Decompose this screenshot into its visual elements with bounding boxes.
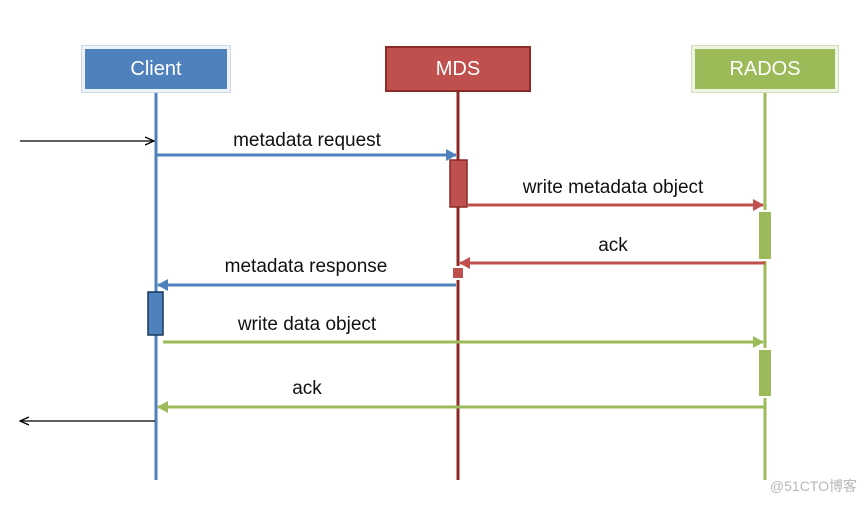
- metadata-request-label: metadata request: [233, 130, 381, 151]
- write-data-object-label: write data object: [237, 314, 377, 335]
- metadata-response-label: metadata response: [224, 256, 388, 277]
- actor-rados: RADOS: [692, 46, 838, 92]
- mds-activation-bar-small: [451, 266, 465, 280]
- actor-mds: MDS: [385, 46, 531, 92]
- ack-to-client-label: ack: [292, 378, 322, 399]
- rados-activation-bar-2: [757, 348, 773, 398]
- rados-activation-bar-1: [757, 210, 773, 261]
- actor-rados-label: RADOS: [729, 57, 801, 80]
- write-metadata-object-label: write metadata object: [522, 177, 704, 198]
- watermark: @51CTO博客: [769, 478, 857, 494]
- ack-to-mds-label: ack: [598, 235, 628, 256]
- client-activation-bar: [147, 291, 164, 336]
- actor-client: Client: [82, 46, 230, 92]
- mds-activation-bar: [449, 159, 468, 208]
- actor-mds-label: MDS: [435, 57, 481, 80]
- actor-client-label: Client: [130, 57, 182, 80]
